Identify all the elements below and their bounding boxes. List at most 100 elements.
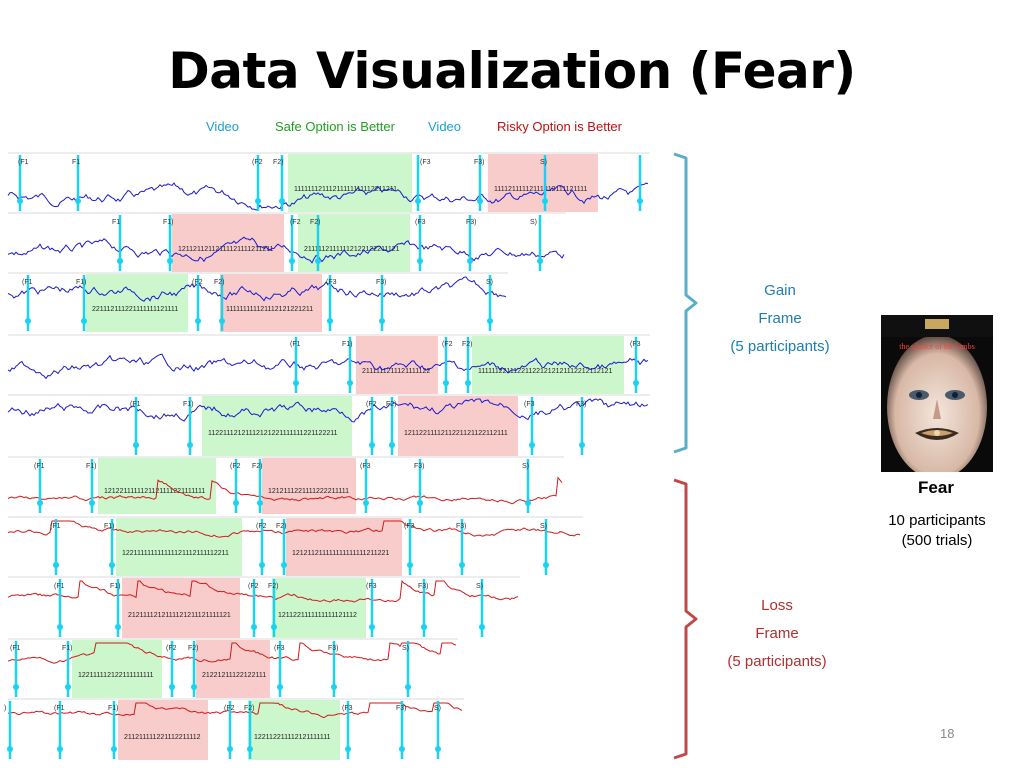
event-label: F3) (576, 401, 587, 408)
event-dot (537, 258, 543, 264)
event-dot (227, 746, 233, 752)
gain-frame-line-3: (5 participants) (730, 338, 830, 355)
event-label: S) (402, 645, 409, 652)
event-label: (F3 (420, 159, 431, 166)
event-dot (257, 500, 263, 506)
event-label: S) (476, 583, 483, 590)
event-dot (75, 198, 81, 204)
event-label: F2) (244, 705, 255, 712)
event-label: F1) (163, 219, 174, 226)
choice-digits: 122111112122111111111 (78, 672, 154, 679)
event-label: (F3 (524, 401, 535, 408)
event-label: S) (530, 219, 537, 226)
event-label: F3) (376, 279, 387, 286)
event-dot (417, 258, 423, 264)
event-dot (369, 442, 375, 448)
signal-trace (7, 579, 519, 603)
safe-region (248, 700, 340, 760)
choice-digits: 11221112121112121221111111221122211 (208, 430, 338, 437)
risky-region (356, 336, 438, 394)
event-label: (F1 (10, 645, 21, 652)
event-label: ) (4, 705, 6, 712)
participants-info: 10 participants (500 trials) (862, 511, 1012, 551)
loss-frame-line-3: (5 participants) (727, 653, 827, 670)
choice-digits: 111111111121112121221211 (226, 306, 313, 313)
event-label: (F2 (166, 645, 177, 652)
event-dot (363, 500, 369, 506)
event-label: (F2 (252, 159, 263, 166)
event-dot (251, 624, 257, 630)
event-dot (255, 198, 261, 204)
event-label: S) (434, 705, 441, 712)
gain-frame-label: Gain Frame (5 participants) (700, 277, 860, 361)
event-dot (7, 746, 13, 752)
signal-trace (7, 353, 649, 380)
event-label: F1) (108, 705, 119, 712)
choice-digits: 2121111212111121211121111121 (128, 612, 231, 619)
event-label: (F3 (342, 705, 353, 712)
event-label: F3) (418, 583, 429, 590)
event-label: F2) (188, 645, 199, 652)
signal-trace (7, 702, 463, 719)
signal-trace (7, 642, 457, 664)
choice-digits: 1212111221111222211111 (268, 488, 349, 495)
choice-digits: 2111111211121111122 (362, 368, 430, 375)
event-dot (379, 318, 385, 324)
event-dot (479, 624, 485, 630)
choice-digits: 221112111221111111121111 (92, 306, 178, 313)
event-label: (F3 (404, 523, 415, 530)
choice-digits: 1211221111211221121122112111 (404, 430, 508, 437)
event-dot (233, 500, 239, 506)
event-dot (417, 500, 423, 506)
event-dot (115, 624, 121, 630)
choice-digits: 21111121111112122122211121 (304, 246, 400, 253)
choice-digits: 21221211122122111 (202, 672, 266, 679)
event-label: F1 (112, 219, 120, 226)
event-dot (405, 684, 411, 690)
event-dot (111, 746, 117, 752)
gain-bracket (673, 152, 698, 454)
event-dot (369, 624, 375, 630)
choice-digits: 11112111112111212111121111 (494, 186, 588, 193)
event-dot (167, 258, 173, 264)
emotion-label: Fear (918, 478, 954, 497)
movie-poster: the silence of the lambs (881, 315, 993, 472)
event-dot (53, 562, 59, 568)
safe-region (288, 154, 412, 212)
event-dot (315, 258, 321, 264)
slide-title: Data Visualization (Fear) (168, 42, 856, 100)
event-dot (89, 500, 95, 506)
signal-trace (7, 476, 563, 505)
event-dot (117, 258, 123, 264)
event-label: F1) (110, 583, 121, 590)
safe-region (86, 274, 188, 332)
event-dot (259, 562, 265, 568)
risky-region (398, 396, 518, 456)
risky-region (220, 274, 322, 332)
event-dot (542, 198, 548, 204)
event-label: F1) (86, 463, 97, 470)
event-dot (465, 380, 471, 386)
event-dot (579, 442, 585, 448)
choice-digits: 211211111221112211112 (124, 734, 201, 741)
event-dot (169, 684, 175, 690)
gain-frame-line-2: Frame (758, 310, 802, 327)
event-label: F1) (62, 645, 73, 652)
event-label: F2) (462, 341, 473, 348)
event-label: S) (486, 279, 493, 286)
choice-digits: 121211211111111111111211221 (292, 550, 389, 557)
participant-count: 10 participants (888, 512, 986, 529)
risky-region (118, 700, 208, 760)
event-label: (F2 (442, 341, 453, 348)
event-label: (F2 (224, 705, 235, 712)
event-label: F3) (474, 159, 485, 166)
event-label: F3) (328, 645, 339, 652)
event-dot (435, 746, 441, 752)
event-label: F3) (396, 705, 407, 712)
event-dot (279, 198, 285, 204)
event-dot (543, 562, 549, 568)
choice-digits: 1211221111111111121112 (278, 612, 357, 619)
risky-region (122, 578, 240, 638)
event-label: F2) (268, 583, 279, 590)
signal-trace (7, 398, 649, 423)
